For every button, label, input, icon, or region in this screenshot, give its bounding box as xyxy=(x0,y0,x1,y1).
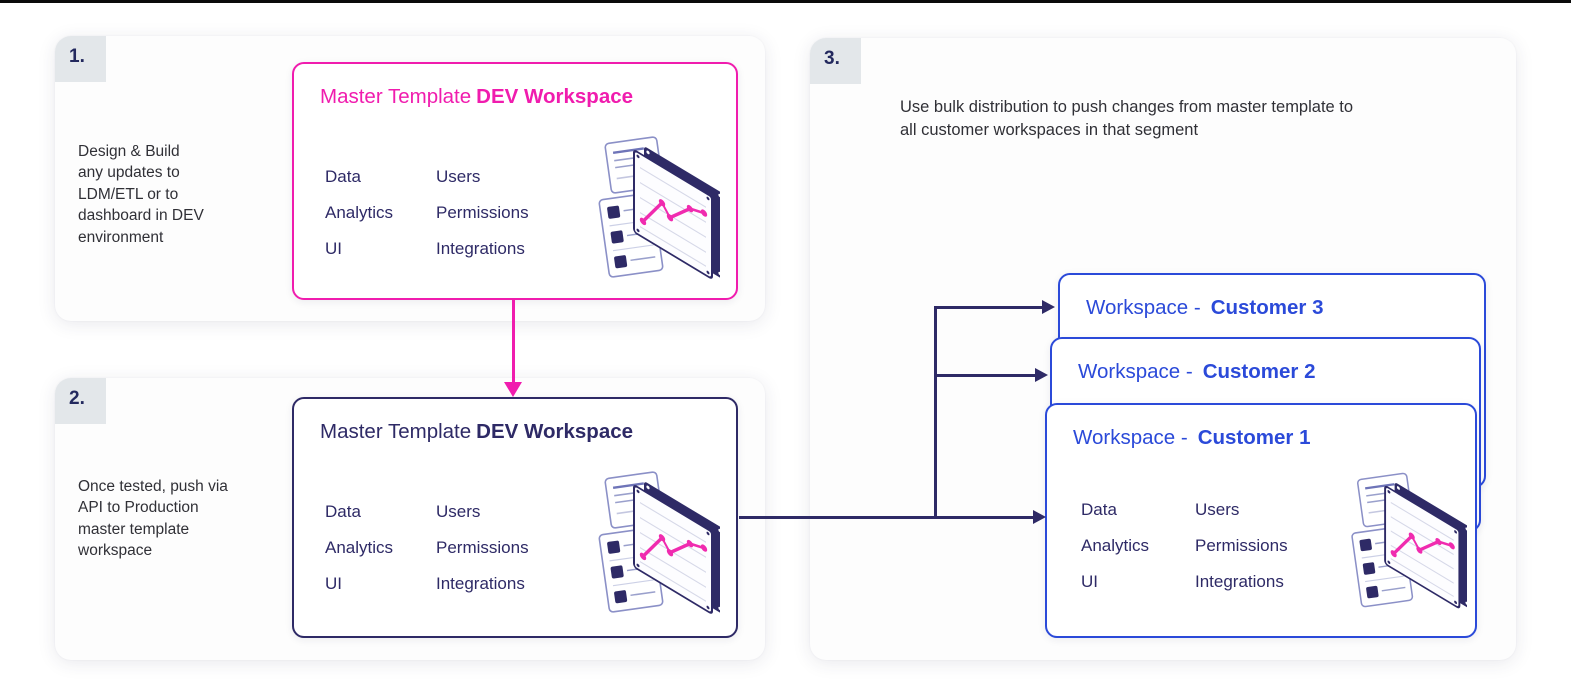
step-3-badge: 3. xyxy=(810,38,861,84)
dashboard-chart-icon xyxy=(594,467,720,617)
arrow-branch-customer3-line xyxy=(934,306,1043,309)
feature-users: Users xyxy=(436,502,481,521)
feature-users: Users xyxy=(1195,500,1240,519)
feature-integrations: Integrations xyxy=(436,574,525,593)
arrow-step1-to-step2-head xyxy=(504,382,522,397)
feature-users: Users xyxy=(436,167,481,186)
title-bold: DEV Workspace xyxy=(476,85,634,108)
feature-permissions: Permissions xyxy=(436,203,529,222)
workspace-customer-2-title: Workspace - Customer 2 xyxy=(1078,360,1315,384)
arrow-riser-line xyxy=(934,307,937,519)
arrow-main-line xyxy=(739,516,1036,519)
dashboard-chart-icon xyxy=(594,132,720,282)
feature-permissions: Permissions xyxy=(1195,536,1288,555)
feature-analytics: Analytics xyxy=(325,203,394,222)
workspace-customer-1-card: Workspace -Customer 1 Data Analytics UI … xyxy=(1045,403,1477,638)
title-regular: Workspace - xyxy=(1078,360,1193,383)
arrow-head-customer2 xyxy=(1035,368,1048,382)
step-1-description: Design & Build any updates to LDM/ETL or… xyxy=(78,143,204,246)
step-2-description: Once tested, push via API to Production … xyxy=(78,478,228,560)
workspace-customer-1-title: Workspace - Customer 1 xyxy=(1073,426,1310,450)
feature-analytics: Analytics xyxy=(1081,536,1150,555)
feature-ui: UI xyxy=(325,239,342,258)
feature-integrations: Integrations xyxy=(1195,572,1284,591)
title-bold: Customer 1 xyxy=(1197,426,1311,449)
step-1-panel: 1. Design & Build any updates to LDM/ETL… xyxy=(55,36,765,321)
arrow-head-customer1 xyxy=(1033,510,1046,524)
title-bold: Customer 3 xyxy=(1210,296,1324,319)
title-regular: Master Template xyxy=(320,420,472,443)
feature-analytics: Analytics xyxy=(325,538,394,557)
feature-permissions: Permissions xyxy=(436,538,529,557)
feature-ui: UI xyxy=(1081,572,1098,591)
feature-data: Data xyxy=(325,502,361,521)
arrow-branch-customer2-line xyxy=(934,374,1036,377)
feature-data: Data xyxy=(325,167,361,186)
step-3-description: Use bulk distribution to push changes fr… xyxy=(900,98,1354,140)
title-regular: Master Template xyxy=(320,85,472,108)
step-1-badge: 1. xyxy=(55,36,106,82)
dashboard-chart-icon xyxy=(1347,465,1467,615)
workspace-customer-3-title: Workspace - Customer 3 xyxy=(1086,296,1323,320)
arrow-step1-to-step2-line xyxy=(512,300,515,383)
title-bold: DEV Workspace xyxy=(476,420,634,443)
title-regular: Workspace - xyxy=(1073,426,1188,449)
title-regular: Workspace - xyxy=(1086,296,1201,319)
feature-ui: UI xyxy=(325,574,342,593)
step-2-badge: 2. xyxy=(55,378,106,424)
step-3-panel: 3. Use bulk distribution to push changes… xyxy=(810,38,1516,660)
title-bold: Customer 2 xyxy=(1202,360,1316,383)
feature-integrations: Integrations xyxy=(436,239,525,258)
step-2-panel: 2. Once tested, push via API to Producti… xyxy=(55,378,765,660)
feature-data: Data xyxy=(1081,500,1117,519)
arrow-head-customer3 xyxy=(1042,300,1055,314)
top-border-bar xyxy=(0,0,1571,3)
